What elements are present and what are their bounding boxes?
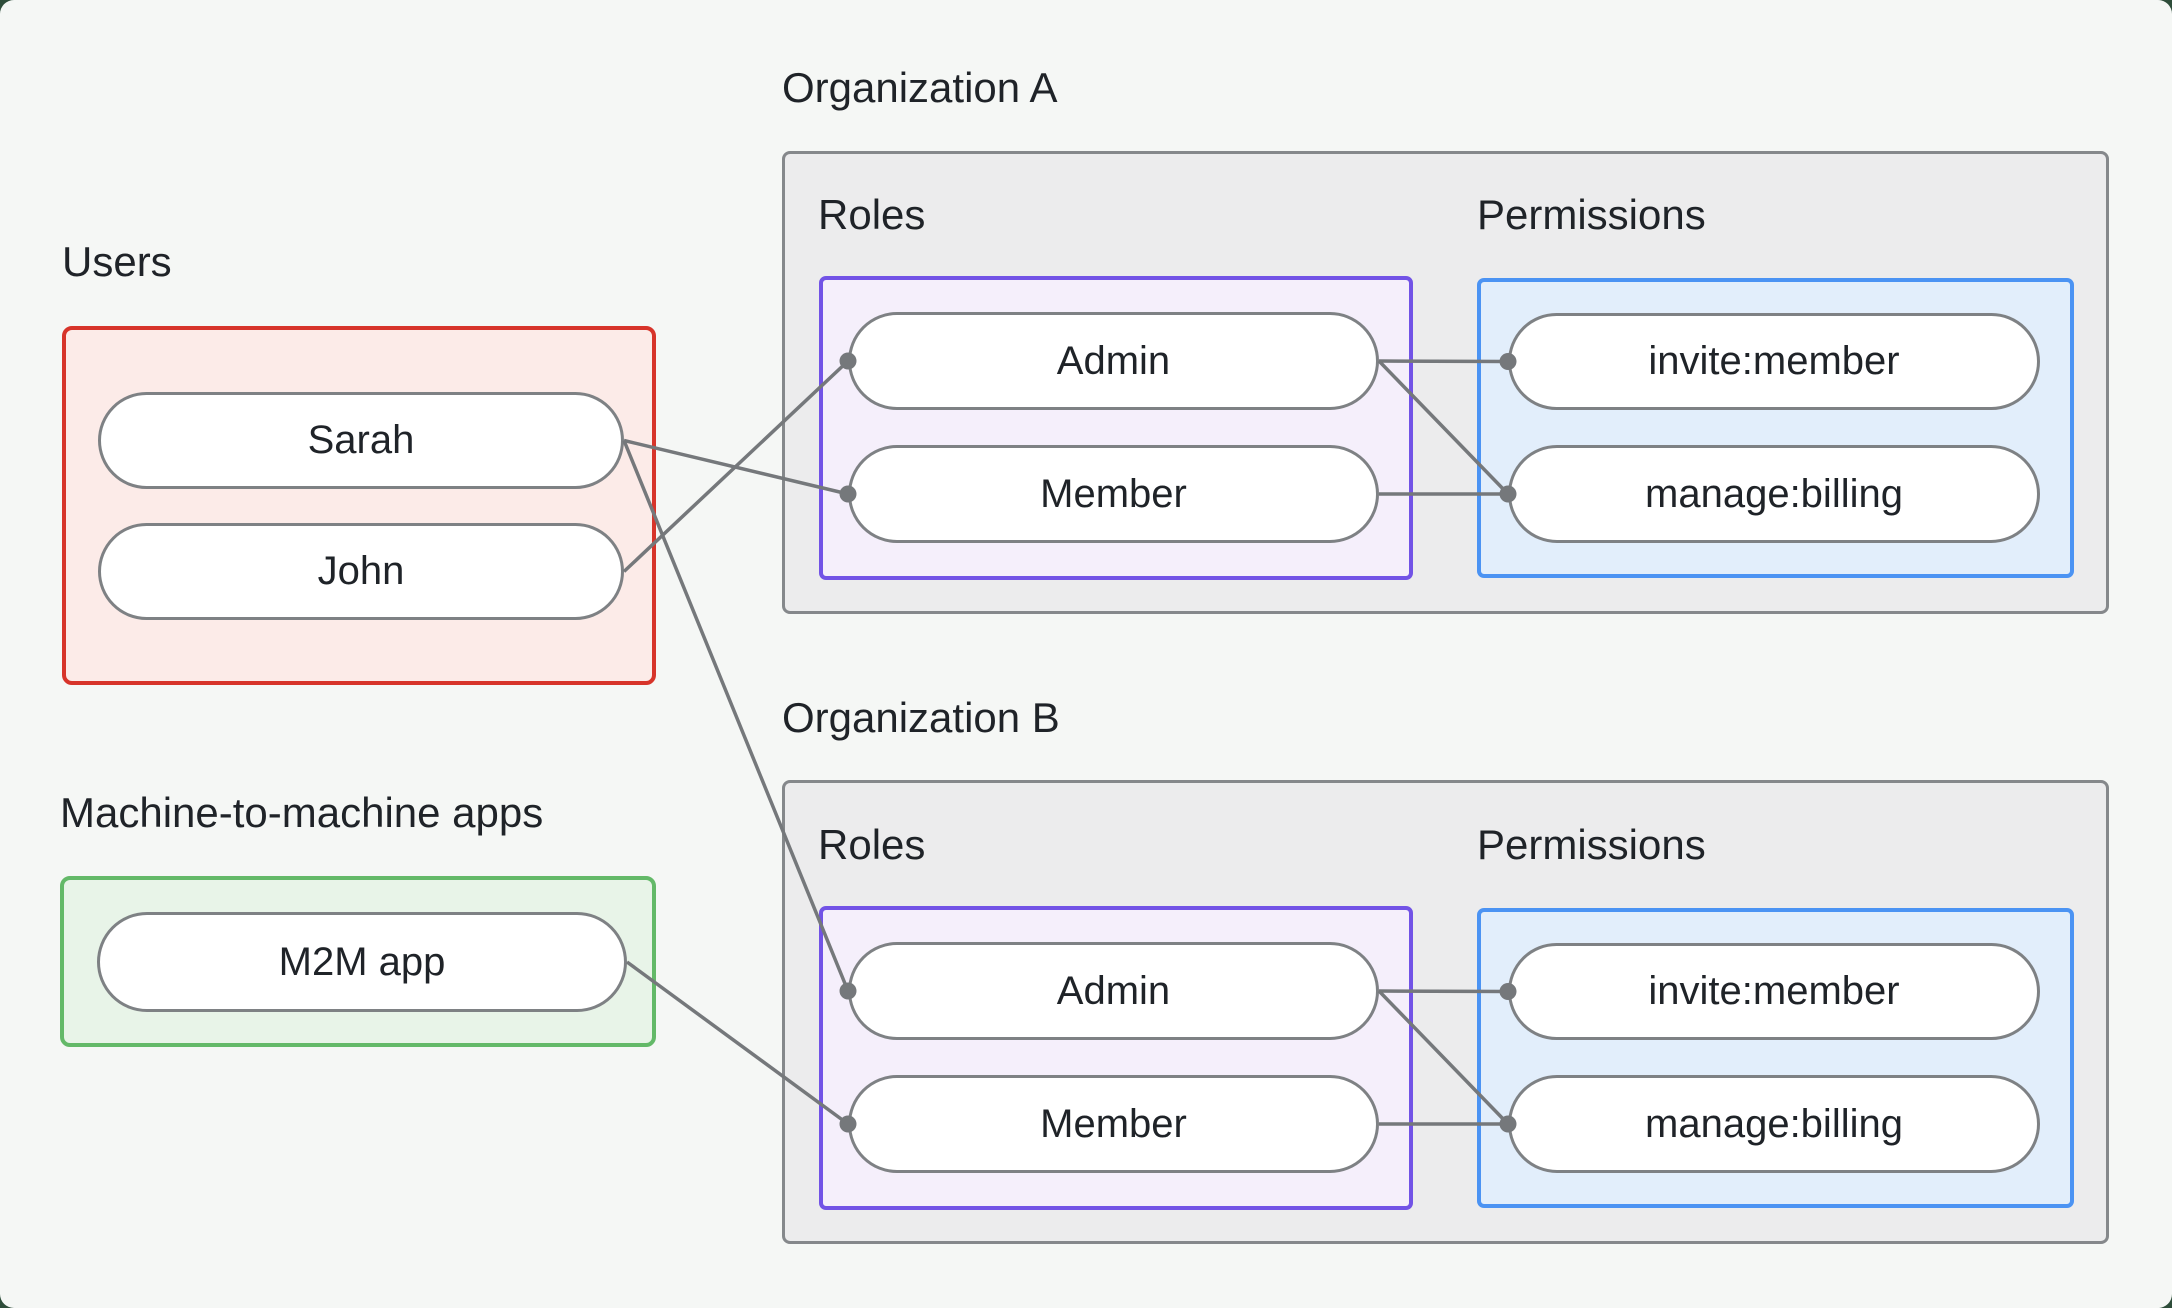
node-user-john-label: John <box>317 549 405 593</box>
users-group-box <box>62 326 656 685</box>
org-b-roles-label: Roles <box>818 821 926 868</box>
node-orgB-perm-invite-label: invite:member <box>1648 969 1900 1013</box>
node-orgA-perm-invite-label: invite:member <box>1648 339 1900 383</box>
node-orgA-perm-billing-label: manage:billing <box>1645 471 1903 516</box>
org-a-title: Organization A <box>782 64 1058 111</box>
node-orgB-perm-billing-label: manage:billing <box>1645 1101 1903 1146</box>
node-orgA-perm-invite: invite:member <box>1508 313 2040 410</box>
node-orgA-role-admin-label: Admin <box>1056 338 1171 383</box>
node-orgB-role-admin-label: Admin <box>1056 968 1171 1013</box>
node-m2m-app: M2M app <box>97 912 627 1012</box>
node-user-sarah: Sarah <box>98 392 624 489</box>
org-a-roles-label: Roles <box>818 191 926 238</box>
node-orgB-role-admin: Admin <box>848 942 1379 1040</box>
org-b-title: Organization B <box>782 694 1060 741</box>
node-orgA-perm-billing: manage:billing <box>1508 445 2040 543</box>
node-orgB-role-member-label: Member <box>1040 1101 1187 1146</box>
users-group-label: Users <box>62 238 172 285</box>
node-orgA-role-admin: Admin <box>848 312 1379 410</box>
org-a-permissions-label: Permissions <box>1477 191 1706 238</box>
node-orgB-perm-billing: manage:billing <box>1508 1075 2040 1173</box>
node-orgA-role-member-label: Member <box>1040 471 1187 516</box>
node-m2m-app-label: M2M app <box>278 939 446 984</box>
node-orgB-role-member: Member <box>848 1075 1379 1173</box>
node-user-john: John <box>98 523 624 620</box>
node-orgB-perm-invite: invite:member <box>1508 943 2040 1040</box>
m2m-group-label: Machine-to-machine apps <box>60 789 544 836</box>
org-b-permissions-label: Permissions <box>1477 821 1706 868</box>
node-user-sarah-label: Sarah <box>307 418 415 462</box>
node-orgA-role-member: Member <box>848 445 1379 543</box>
